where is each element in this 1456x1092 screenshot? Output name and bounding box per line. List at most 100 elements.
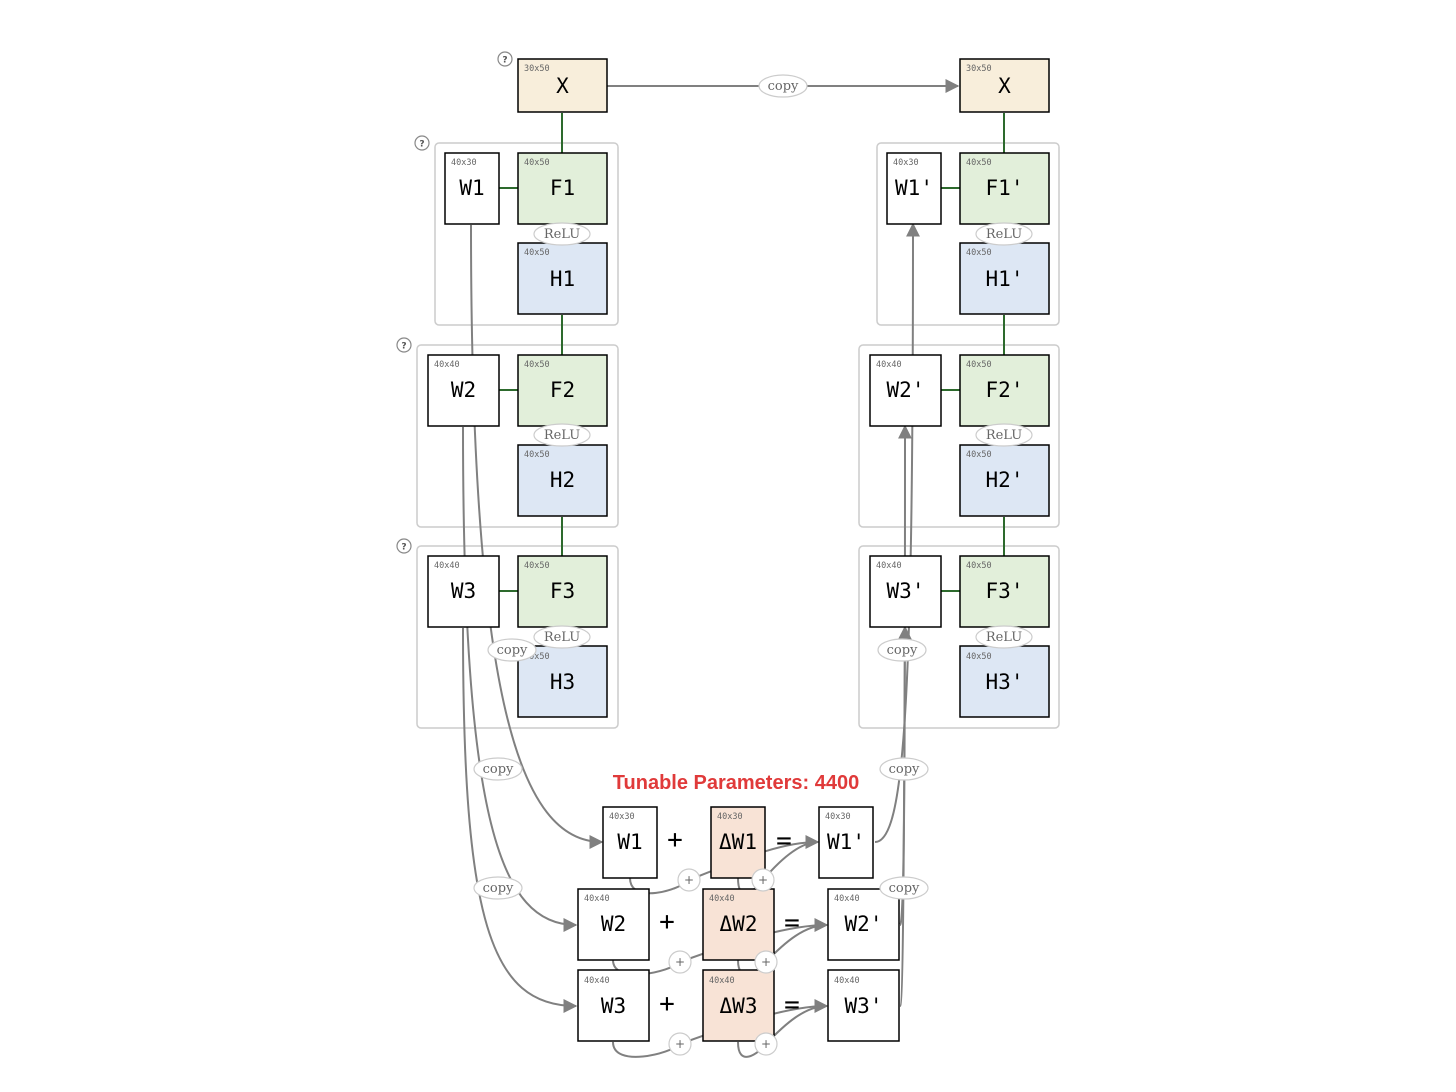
node-label: X bbox=[998, 74, 1011, 98]
right-w1-node[interactable]: 40x30 W1' bbox=[886, 152, 942, 225]
edge-copy-w1 bbox=[470, 224, 604, 849]
node-label: H2 bbox=[550, 468, 575, 492]
eq3-result-node[interactable]: 40x40 W3' bbox=[827, 969, 900, 1042]
left-layer2-frame bbox=[416, 344, 619, 528]
help-icon-layer2[interactable]: ? bbox=[396, 337, 412, 353]
left-layer1-frame bbox=[434, 142, 619, 326]
node-label: ΔW1 bbox=[719, 830, 757, 854]
plus-node-eq2-b: + bbox=[754, 950, 778, 974]
plus-label: + bbox=[758, 873, 768, 887]
plus-node-eq1-b: + bbox=[751, 868, 775, 892]
dims-label: 40x40 bbox=[709, 976, 735, 986]
dims-label: 40x50 bbox=[524, 652, 550, 662]
eq2-result-node[interactable]: 40x40 W2' bbox=[827, 888, 900, 961]
eq3-delta-node[interactable]: 40x40 ΔW3 bbox=[702, 969, 775, 1042]
node-label: W2 bbox=[451, 378, 476, 402]
right-w2-node[interactable]: 40x40 W2' bbox=[869, 354, 942, 427]
right-f3-node[interactable]: 40x50 F3' bbox=[959, 555, 1050, 628]
dims-label: 40x30 bbox=[609, 812, 635, 822]
eq1-result-node[interactable]: 40x30 W1' bbox=[818, 806, 874, 879]
help-icon-layer3[interactable]: ? bbox=[396, 538, 412, 554]
copy-label: copy bbox=[768, 79, 799, 94]
eq1-equals-operator: = bbox=[776, 826, 792, 856]
left-relu2-pill: ReLU bbox=[533, 423, 591, 447]
relu-label: ReLU bbox=[544, 630, 580, 645]
dims-label: 40x50 bbox=[524, 450, 550, 460]
plus-label: + bbox=[675, 1037, 685, 1051]
help-label: ? bbox=[419, 140, 424, 150]
right-layer2-frame bbox=[858, 344, 1060, 528]
node-label: F2' bbox=[986, 378, 1024, 402]
dims-label: 40x50 bbox=[966, 450, 992, 460]
eq3-equals-operator: = bbox=[784, 990, 800, 1020]
eq3-plus-operator: + bbox=[659, 989, 675, 1019]
left-f3-node[interactable]: 40x50 F3 bbox=[517, 555, 608, 628]
left-input-x[interactable]: 30x50 X bbox=[517, 58, 608, 113]
dims-label: 40x50 bbox=[966, 158, 992, 168]
relu-label: ReLU bbox=[986, 630, 1022, 645]
copy-label: copy bbox=[483, 881, 514, 896]
right-h2-node[interactable]: 40x50 H2' bbox=[959, 444, 1050, 517]
eq1-delta-node[interactable]: 40x30 ΔW1 bbox=[710, 806, 766, 879]
layer-frames bbox=[416, 142, 1060, 729]
plus-label: + bbox=[675, 955, 685, 969]
eq2-plus-operator: + bbox=[659, 907, 675, 937]
copy-w1-pill: copy bbox=[487, 638, 537, 662]
node-label: W1 bbox=[617, 830, 642, 854]
left-w2-node[interactable]: 40x40 W2 bbox=[427, 354, 500, 427]
tunable-parameters-title: Tunable Parameters: 4400 bbox=[613, 772, 859, 794]
plus-node-eq2-a: + bbox=[668, 950, 692, 974]
copy-w1-prime-pill: copy bbox=[877, 638, 927, 662]
eq2-delta-node[interactable]: 40x40 ΔW2 bbox=[702, 888, 775, 961]
help-icon-layer1[interactable]: ? bbox=[414, 135, 430, 151]
right-h3-node[interactable]: 40x50 H3' bbox=[959, 645, 1050, 718]
node-label: W1 bbox=[459, 176, 484, 200]
help-icon-input[interactable]: ? bbox=[497, 51, 513, 67]
node-label: F3' bbox=[986, 579, 1024, 603]
eq3-w-node[interactable]: 40x40 W3 bbox=[577, 969, 650, 1042]
node-label: ΔW3 bbox=[720, 994, 758, 1018]
node-label: H1 bbox=[550, 267, 575, 291]
right-h1-node[interactable]: 40x50 H1' bbox=[959, 242, 1050, 315]
help-label: ? bbox=[401, 543, 406, 553]
node-label: ΔW2 bbox=[720, 912, 758, 936]
node-label: W3' bbox=[845, 994, 883, 1018]
left-w1-node[interactable]: 40x30 W1 bbox=[444, 152, 500, 225]
relu-label: ReLU bbox=[986, 227, 1022, 242]
left-h3-node[interactable]: 40x50 H3 bbox=[517, 645, 608, 718]
copy-w3-prime-pill: copy bbox=[879, 876, 929, 900]
right-f2-node[interactable]: 40x50 F2' bbox=[959, 354, 1050, 427]
right-w3-node[interactable]: 40x40 W3' bbox=[869, 555, 942, 628]
dims-label: 40x40 bbox=[876, 561, 902, 571]
dims-label: 40x40 bbox=[834, 976, 860, 986]
left-relu3-pill: ReLU bbox=[533, 625, 591, 649]
right-input-x[interactable]: 30x50 X bbox=[959, 58, 1050, 113]
left-w3-node[interactable]: 40x40 W3 bbox=[427, 555, 500, 628]
right-relu3-pill: ReLU bbox=[975, 625, 1033, 649]
dims-label: 30x50 bbox=[524, 64, 550, 74]
node-label: W1' bbox=[827, 830, 865, 854]
eq1-w-node[interactable]: 40x30 W1 bbox=[602, 806, 658, 879]
dims-label: 40x50 bbox=[966, 360, 992, 370]
right-layer3-frame bbox=[858, 545, 1060, 729]
relu-pills: ReLU ReLU ReLU ReLU ReLU ReLU bbox=[533, 222, 1033, 649]
eq2-w-node[interactable]: 40x40 W2 bbox=[577, 888, 650, 961]
node-label: W2' bbox=[887, 378, 925, 402]
node-label: X bbox=[556, 74, 569, 98]
copy-w3-pill: copy bbox=[473, 876, 523, 900]
left-f2-node[interactable]: 40x50 F2 bbox=[517, 354, 608, 427]
help-label: ? bbox=[401, 342, 406, 352]
right-layer1-frame bbox=[876, 142, 1060, 326]
right-f1-node[interactable]: 40x50 F1' bbox=[959, 152, 1050, 225]
copy-label: copy bbox=[889, 881, 920, 896]
relu-label: ReLU bbox=[544, 227, 580, 242]
eq1-plus-operator: + bbox=[667, 825, 683, 855]
left-h2-node[interactable]: 40x50 H2 bbox=[517, 444, 608, 517]
left-f1-node[interactable]: 40x50 F1 bbox=[517, 152, 608, 225]
left-relu1-pill: ReLU bbox=[533, 222, 591, 246]
dims-label: 40x40 bbox=[876, 360, 902, 370]
left-h1-node[interactable]: 40x50 H1 bbox=[517, 242, 608, 315]
dims-label: 40x50 bbox=[524, 360, 550, 370]
node-label: H2' bbox=[986, 468, 1024, 492]
